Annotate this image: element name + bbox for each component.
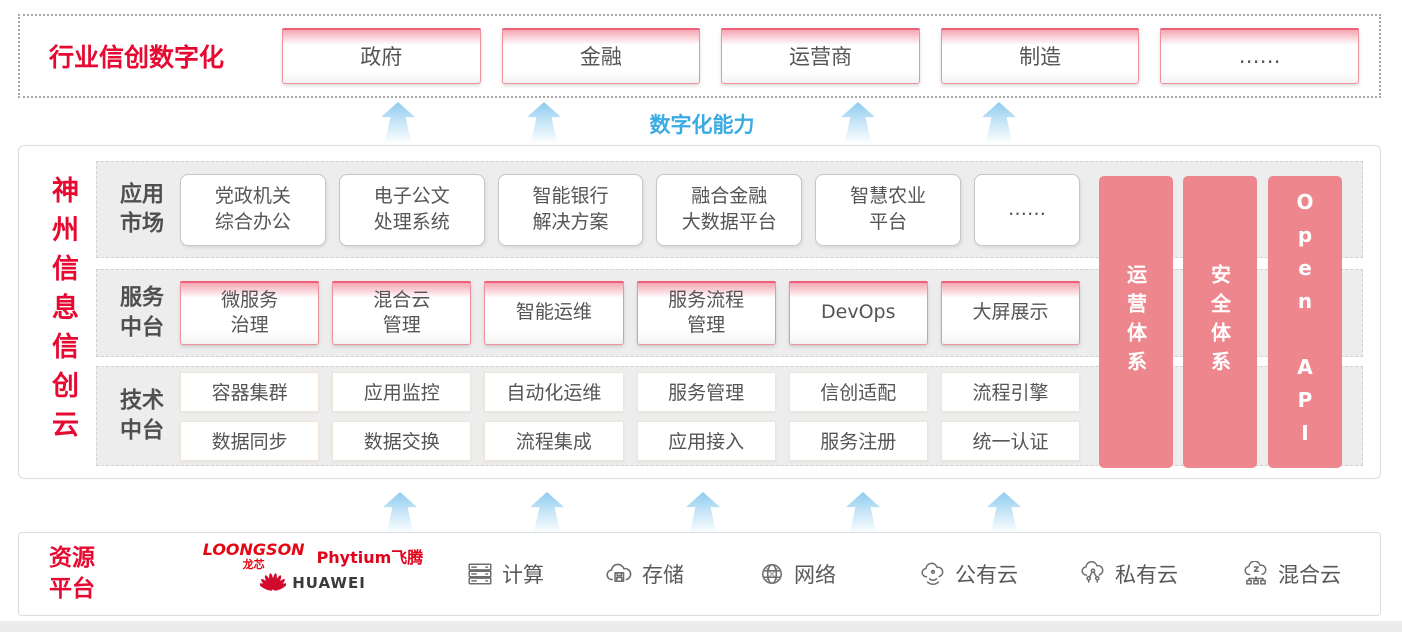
resource-platform-title: 资源 平台 [49, 544, 95, 602]
hybrid-cloud-icon [1244, 561, 1267, 585]
up-arrow-icon [987, 492, 1021, 534]
tech-box-service-registry: 服务注册 [788, 420, 928, 461]
app-box-smart-agriculture: 智慧农业平台 [815, 173, 961, 246]
tech-platform-row: 技术 中台 容器集群 应用监控 自动化运维 服务管理 信创适配 流程引擎 数据同… [96, 366, 1363, 466]
tech-box-xinchuang-adaptation: 信创适配 [788, 371, 928, 412]
side-bar-security-system: 安全体系 [1183, 176, 1257, 468]
resource-network: 网络 [758, 559, 836, 589]
compute-icon [468, 563, 492, 585]
industry-label: 制造 [1019, 45, 1062, 69]
industry-label: 政府 [360, 45, 403, 69]
up-arrow-icon [686, 492, 720, 534]
row-label-service-platform: 服务 中台 [119, 285, 164, 340]
app-box-smart-bank: 智能银行解决方案 [497, 173, 644, 246]
tech-box-data-exchange: 数据交换 [332, 420, 472, 461]
up-arrow-icon [530, 492, 564, 534]
service-box-microservice-governance: 微服务治理 [180, 281, 320, 345]
tech-box-data-sync: 数据同步 [180, 420, 320, 461]
tech-box-automated-ops: 自动化运维 [484, 371, 624, 412]
resource-platform-band: 资源 平台 LOONGSON 龙芯 Phytium飞腾 [18, 532, 1381, 616]
service-box-hybrid-cloud-mgmt: 混合云管理 [332, 281, 472, 345]
tech-box-service-mgmt: 服务管理 [636, 371, 776, 412]
storage-icon [606, 563, 632, 582]
resource-storage: 存储 [604, 559, 684, 589]
tech-box-app-access: 应用接入 [636, 420, 776, 461]
service-box-devops: DevOps [788, 281, 929, 345]
app-box-gov-office: 党政机关综合办公 [180, 173, 326, 246]
industry-band: 行业信创数字化 政府 金融 运营商 制造 …… [18, 14, 1381, 98]
service-platform-items: 微服务治理 混合云管理 智能运维 服务流程管理 DevOps 大屏展示 [180, 270, 1081, 356]
tech-line-bottom: 数据同步 数据交换 流程集成 应用接入 服务注册 统一认证 [180, 420, 1081, 461]
app-box-more: …… [973, 173, 1080, 246]
tech-box-unified-auth: 统一认证 [940, 420, 1081, 461]
side-bar-operations-system: 运营体系 [1099, 176, 1173, 468]
app-box-finance-bigdata: 融合金融大数据平台 [656, 173, 803, 246]
up-arrow-icon [982, 102, 1016, 144]
up-arrow-icon [841, 102, 875, 144]
resource-public-cloud: 公有云 [919, 559, 1018, 589]
capability-label: 数字化能力 [649, 113, 755, 137]
row-label-tech-platform: 技术 中台 [119, 388, 164, 443]
public-cloud-icon [921, 562, 944, 585]
up-arrow-icon [846, 492, 880, 534]
tech-line-top: 容器集群 应用监控 自动化运维 服务管理 信创适配 流程引擎 [180, 371, 1081, 412]
side-bar-open-api: Open API [1268, 176, 1342, 468]
vendor-logos: LOONGSON 龙芯 Phytium飞腾 [202, 542, 424, 593]
up-arrow-icon [381, 102, 415, 144]
industry-label: …… [1238, 44, 1281, 68]
up-arrow-icon [527, 102, 561, 144]
platform-title-text: 神州信息信创云 [47, 175, 78, 449]
cloud-platform-panel: 神州信息信创云 应用 市场 党政机关综合办公 电子公文处理系统 智能银行解决方案… [18, 145, 1381, 479]
service-box-intelligent-ops: 智能运维 [484, 281, 624, 345]
resource-compute: 计算 [466, 559, 544, 589]
industry-band-title: 行业信创数字化 [49, 43, 225, 72]
app-market-items: 党政机关综合办公 电子公文处理系统 智能银行解决方案 融合金融大数据平台 智慧农… [180, 162, 1080, 257]
industry-box-finance: 金融 [501, 28, 701, 84]
phytium-logo: Phytium飞腾 [316, 548, 424, 567]
app-box-edoc-system: 电子公文处理系统 [338, 173, 485, 246]
tech-box-app-monitoring: 应用监控 [332, 371, 472, 412]
industry-box-manufacturing: 制造 [940, 28, 1140, 84]
bottom-strip [0, 621, 1402, 632]
industry-box-government: 政府 [282, 28, 481, 84]
private-cloud-icon [1081, 561, 1104, 585]
resource-hybrid-cloud: 混合云 [1242, 559, 1341, 589]
tech-box-process-engine: 流程引擎 [940, 371, 1081, 412]
platform-vertical-title: 神州信息信创云 [43, 146, 82, 478]
resource-private-cloud: 私有云 [1079, 559, 1178, 589]
loongson-logo: LOONGSON 龙芯 [202, 540, 305, 571]
up-arrow-icon [383, 492, 417, 534]
network-icon [762, 564, 782, 584]
industry-box-carrier: 运营商 [721, 28, 920, 84]
tech-box-container-cluster: 容器集群 [180, 371, 320, 412]
tech-box-process-integration: 流程集成 [484, 420, 624, 461]
industry-label: 运营商 [788, 45, 852, 69]
huawei-flower-icon [260, 573, 287, 591]
vendor-logos-row: LOONGSON 龙芯 Phytium飞腾 [202, 540, 424, 571]
industry-label: 金融 [579, 45, 622, 69]
huawei-logo: HUAWEI [260, 573, 366, 593]
tech-platform-items: 容器集群 应用监控 自动化运维 服务管理 信创适配 流程引擎 数据同步 数据交换… [180, 367, 1081, 465]
service-box-service-process-mgmt: 服务流程管理 [636, 281, 776, 345]
industry-box-more: …… [1160, 28, 1359, 84]
row-label-app-market: 应用 市场 [119, 181, 164, 237]
service-box-big-screen: 大屏展示 [940, 281, 1081, 345]
